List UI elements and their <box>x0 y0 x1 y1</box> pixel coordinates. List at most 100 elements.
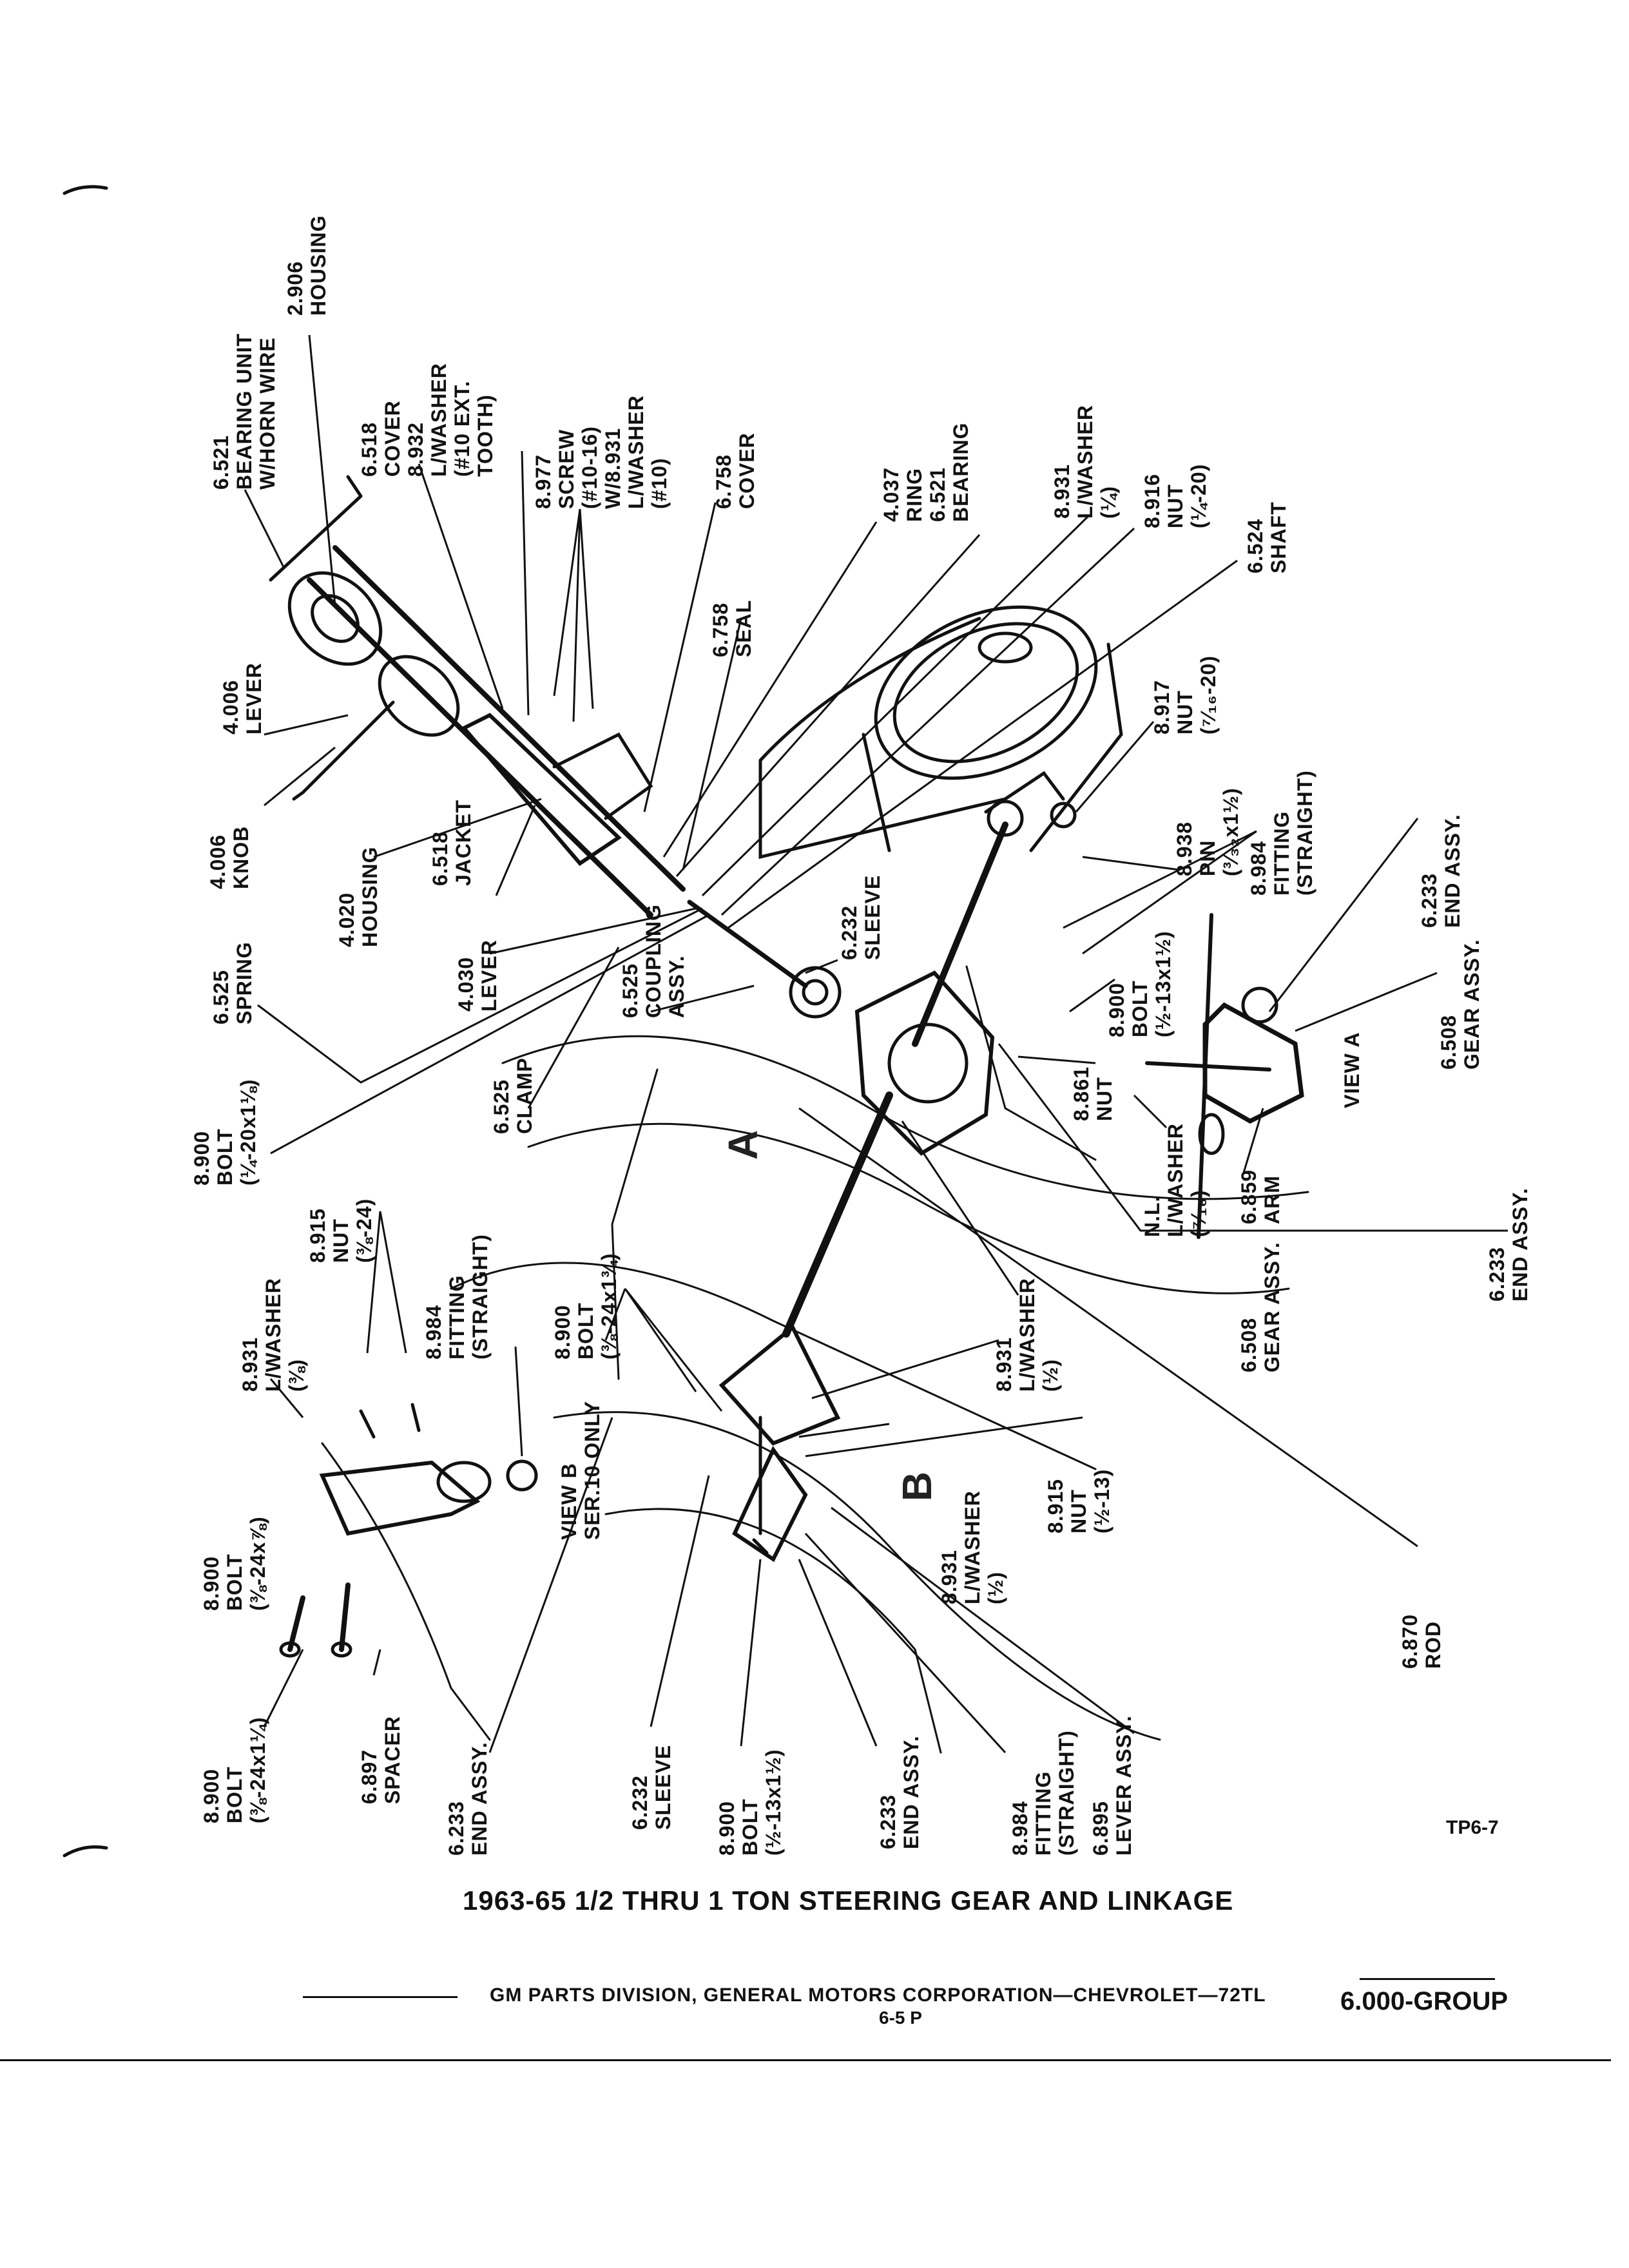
callout-line: 8.900 <box>715 1800 738 1856</box>
callout-line: 8.900 <box>200 1555 223 1611</box>
callout-nlwasher: N.L.L/WASHER(⁷⁄₁₆) <box>1141 1123 1210 1237</box>
callout-line: GEAR ASSY. <box>1260 1242 1284 1372</box>
callout-line: 6.758 <box>709 602 732 657</box>
callout-line: 8.900 <box>551 1304 574 1360</box>
callout-line: 4.006 <box>219 679 242 735</box>
callout-line: L/WASHER <box>1016 1278 1039 1392</box>
footer-group: 6.000-GROUP <box>1340 1987 1509 2015</box>
callout-line: NUT <box>1164 484 1187 528</box>
callout-line: (#10) <box>648 457 671 509</box>
callout-line: 8.931 <box>1050 463 1074 519</box>
callout-line: 8.917 <box>1150 679 1173 735</box>
callout-line: (⅜-24x⅞) <box>246 1516 269 1611</box>
callout-line: LEVER <box>242 662 265 735</box>
callout-line: SEAL <box>732 599 755 657</box>
callout-line: CLAMP <box>513 1057 536 1134</box>
callout-line: NUT <box>329 1218 352 1263</box>
callout-line: 8.900 <box>190 1130 213 1186</box>
callout-line: HOUSING <box>307 215 330 316</box>
footer-rule-right <box>1360 1978 1495 1980</box>
callout-line: (¼) <box>1097 486 1120 519</box>
callout-line: FITTING <box>1270 811 1293 896</box>
view-a-arrow-mark: A <box>719 1130 767 1160</box>
callout-line: 6.232 <box>628 1774 651 1830</box>
callout-line: (¼-20x1⅛) <box>236 1079 260 1186</box>
callout-line: 8.861 <box>1070 1066 1093 1121</box>
callout-line: 4.006 <box>206 834 229 889</box>
callout-line: SCREW <box>555 428 578 509</box>
callout-line: SPACER <box>381 1716 404 1804</box>
callout-line: L/WASHER <box>1074 405 1097 519</box>
callout-line: 2.906 <box>284 260 307 316</box>
callout-line: LEVER ASSY. <box>1112 1715 1135 1856</box>
view-b-arrow-mark: B <box>893 1472 941 1501</box>
callout-line: LEVER <box>477 939 501 1012</box>
callout-line: (½-13x1½) <box>762 1749 785 1856</box>
callout-line: BOLT <box>223 1766 246 1823</box>
callout-line: SLEEVE <box>861 874 884 960</box>
callout-line: 6.525 <box>619 963 642 1018</box>
view-a-letter: A <box>720 1129 767 1160</box>
callout-line: ASSY. <box>665 955 688 1018</box>
callout-line: HOUSING <box>358 846 381 947</box>
callout-line: (STRAIGHT) <box>1055 1730 1078 1856</box>
callout-line: END ASSY. <box>1441 814 1464 928</box>
callout-line: BEARING <box>949 422 972 522</box>
callout-line: 6.525 <box>209 969 233 1024</box>
callout-line: 6.233 <box>876 1794 900 1849</box>
callout-line: GEAR ASSY. <box>1460 939 1483 1070</box>
callout-line: 6.233 <box>1485 1246 1509 1302</box>
page-bottom-rule <box>0 2059 1611 2061</box>
callout-line: KNOB <box>229 825 253 889</box>
callout-line: 8.916 <box>1141 473 1164 528</box>
callout-line: L/WASHER <box>262 1278 285 1392</box>
callout-line: 8.938 <box>1173 821 1196 876</box>
callout-line: 8.931 <box>992 1336 1016 1392</box>
callout-line: 4.030 <box>454 956 477 1012</box>
callout-line: L/WASHER <box>427 363 450 477</box>
callout-line: VIEW A <box>1340 1032 1364 1108</box>
callout-line: BOLT <box>574 1302 597 1360</box>
callout-line: 6.758 <box>712 454 735 509</box>
callout-line: NUT <box>1093 1077 1116 1121</box>
callout-line: (⅜-24x1¼) <box>246 1716 269 1823</box>
callout-line: NUT <box>1173 690 1197 735</box>
callout-line: ROD <box>1422 1620 1445 1669</box>
callout-line: 6.518 <box>429 831 452 886</box>
callout-line: 6.508 <box>1237 1317 1260 1372</box>
footer-rule-left <box>303 1996 458 1998</box>
callout-line: (¼-20) <box>1187 463 1210 528</box>
callout-line: SPRING <box>233 941 256 1024</box>
callout-line: VIEW B <box>557 1463 581 1540</box>
callout-line: COVER <box>735 432 758 509</box>
callout-line: 6.870 <box>1398 1613 1422 1669</box>
callout-line: RING <box>903 468 926 522</box>
callout-line: (⁷⁄₁₆) <box>1187 1189 1210 1237</box>
callout-line: 8.900 <box>200 1768 223 1823</box>
callout-line: END ASSY. <box>1509 1187 1532 1302</box>
callout-line: END ASSY. <box>468 1742 491 1856</box>
callout-line: 8.984 <box>422 1304 445 1360</box>
callout-line: PIN <box>1196 840 1219 876</box>
callout-line: 6.233 <box>445 1800 468 1856</box>
callout-line: (½-13) <box>1090 1468 1113 1533</box>
